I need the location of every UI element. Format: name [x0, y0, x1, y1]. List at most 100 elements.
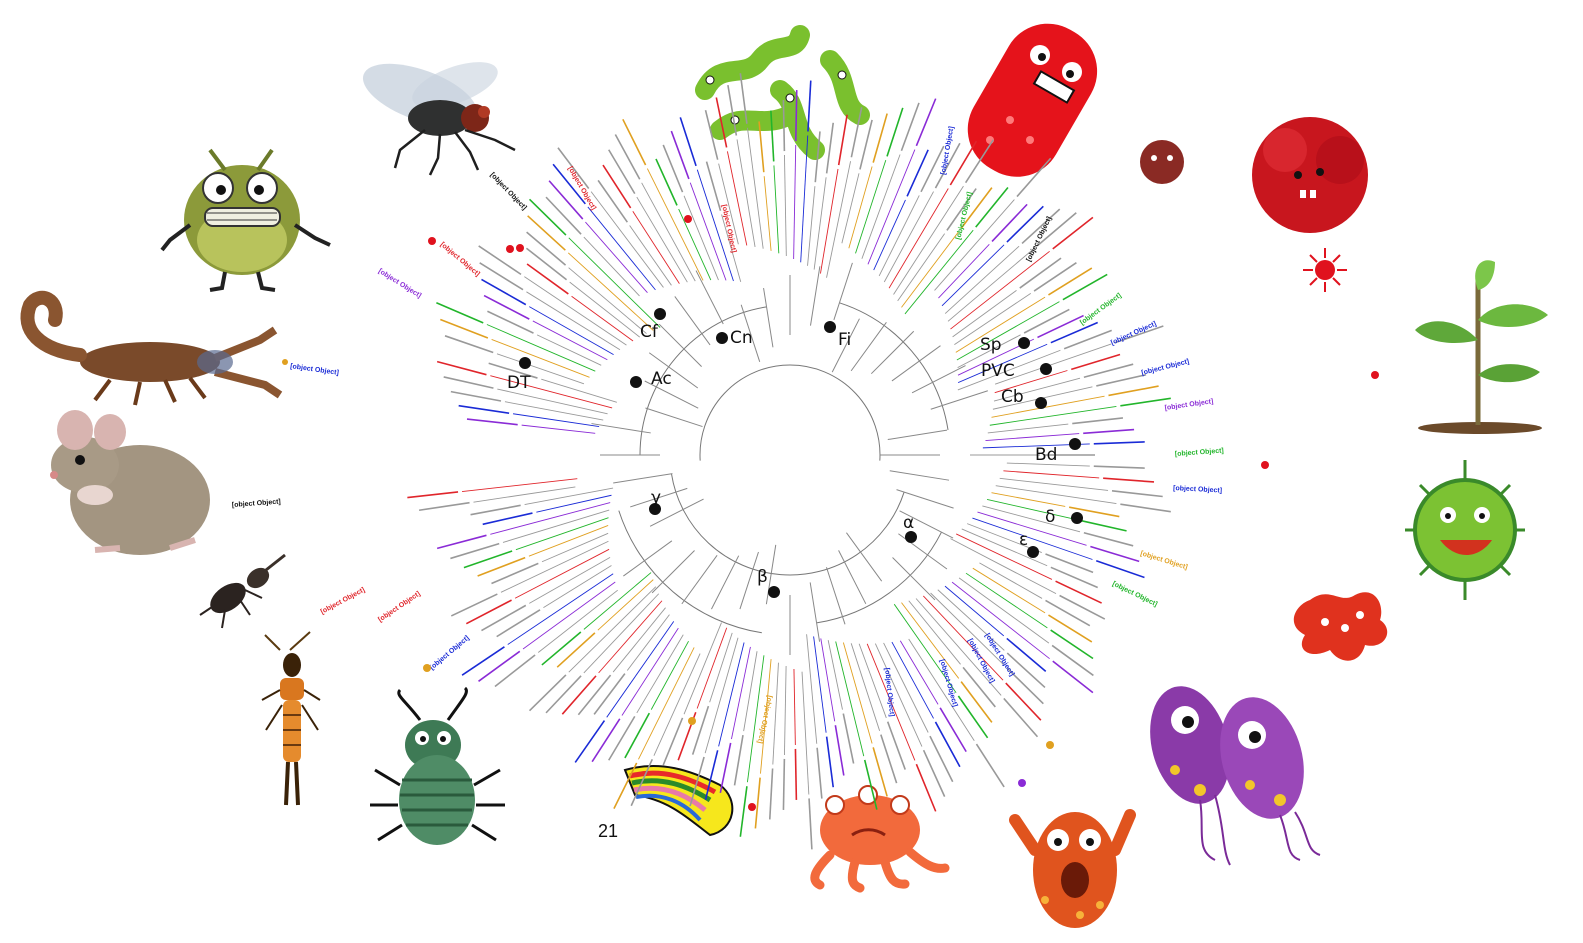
tree-branch — [839, 115, 847, 165]
tree-branch — [795, 749, 796, 800]
tree-branch — [1056, 581, 1102, 603]
tree-branch — [1037, 316, 1083, 338]
leaf-label: [object Object] — [377, 590, 422, 623]
svg-text:Cf: Cf — [640, 322, 659, 342]
tree-branch — [1094, 466, 1145, 468]
tree-branch — [711, 556, 738, 609]
tree-branch — [480, 263, 523, 290]
tree-branch — [827, 737, 834, 788]
tree-branch — [625, 713, 649, 758]
tree-branch — [892, 346, 941, 381]
leaf-label: [object Object] — [1175, 448, 1224, 458]
tree-branch — [445, 336, 493, 353]
tree-branch — [912, 366, 965, 393]
svg-text:Fi: Fi — [838, 330, 851, 350]
tree-branch — [976, 744, 1004, 787]
tree-branch — [810, 266, 819, 325]
svg-text:Ac: Ac — [651, 369, 672, 389]
tree-branch — [973, 568, 1045, 613]
tree-branch — [988, 424, 1069, 433]
purple-bacteria-illustration — [1138, 677, 1320, 865]
tree-branch — [467, 419, 518, 425]
tree-branch — [1053, 217, 1093, 248]
tree-branch — [462, 647, 504, 675]
tree-branch — [909, 601, 961, 665]
tree-branch — [487, 311, 533, 333]
tree-branch — [979, 563, 1042, 599]
tree-branch — [783, 759, 784, 810]
tree-branch — [961, 682, 992, 723]
tree-branch — [817, 748, 822, 799]
tree-branch — [948, 248, 1034, 321]
tree-branch — [481, 605, 525, 630]
tree-branch — [1051, 567, 1098, 587]
tree-branch — [862, 155, 900, 259]
tree-branch — [764, 288, 773, 347]
tree-branch — [931, 593, 1005, 665]
tree-branch — [528, 216, 566, 250]
tree-branch — [529, 557, 610, 603]
tree-branch — [875, 644, 922, 747]
tree-branch — [656, 159, 677, 205]
tree-branch — [940, 708, 966, 752]
tree-branch — [1048, 268, 1091, 295]
tree-branch — [696, 271, 723, 324]
tree-branch — [503, 510, 609, 542]
leaf-label: [object Object] — [1139, 550, 1188, 571]
tree-branch — [820, 169, 838, 274]
tree-branch — [950, 141, 976, 185]
leaf-label: [object Object] — [1173, 485, 1222, 495]
tree-branch — [562, 676, 596, 714]
clade-node-dt: DT — [507, 357, 531, 393]
tree-branch — [437, 362, 486, 375]
tree-branch — [492, 339, 590, 377]
tree-branch — [814, 177, 826, 269]
tree-branch — [1003, 471, 1099, 478]
tree-branch — [651, 641, 688, 709]
tree-branch — [591, 192, 663, 288]
tree-branch — [976, 188, 1008, 228]
leaf-label: [object Object] — [232, 499, 281, 509]
tree-branch — [826, 567, 845, 624]
tree-branch — [1053, 661, 1093, 692]
tree-branch — [508, 574, 613, 645]
tree-branch — [849, 166, 872, 248]
tree-branch — [451, 594, 497, 616]
tree-branch — [613, 608, 665, 672]
tree-branch — [483, 513, 533, 524]
tree-branch — [892, 642, 934, 718]
green-isopod-illustration — [370, 688, 505, 845]
tree-branch — [1112, 491, 1163, 497]
tree-branch — [873, 114, 887, 163]
clade-node-sp: Sp — [980, 335, 1030, 355]
tree-branch — [659, 324, 701, 366]
tree-branch — [774, 165, 779, 253]
tree-branch — [827, 123, 834, 174]
fly-illustration — [355, 51, 515, 175]
svg-text:Bd: Bd — [1035, 445, 1057, 465]
tree-branch — [731, 647, 750, 739]
clade-node-beta: β — [757, 567, 780, 598]
tree-branch — [542, 632, 581, 665]
tree-branch — [839, 550, 866, 603]
leaf-label: [object Object] — [377, 268, 422, 300]
tree-arc — [671, 474, 904, 575]
tree-branch — [996, 486, 1117, 504]
fluffy-red-monster-illustration — [1252, 117, 1368, 233]
svg-text:β: β — [757, 567, 768, 587]
tree-branch — [451, 392, 501, 401]
tree-branch — [1096, 561, 1144, 578]
tree-branch — [484, 296, 529, 320]
leaf-label: [object Object] — [1110, 320, 1158, 346]
clade-node-cf: Cf — [640, 308, 666, 342]
tree-branch — [1084, 364, 1133, 377]
tree-branch — [637, 197, 688, 282]
red-ball-microbe-illustration — [1140, 140, 1184, 184]
tree-branch — [680, 117, 696, 166]
green-cartoon-bug-illustration — [162, 150, 330, 290]
clade-node-cn: Cn — [716, 328, 753, 348]
tree-branch — [901, 103, 919, 151]
tree-branch — [679, 209, 711, 280]
tree-branch — [1051, 630, 1093, 658]
